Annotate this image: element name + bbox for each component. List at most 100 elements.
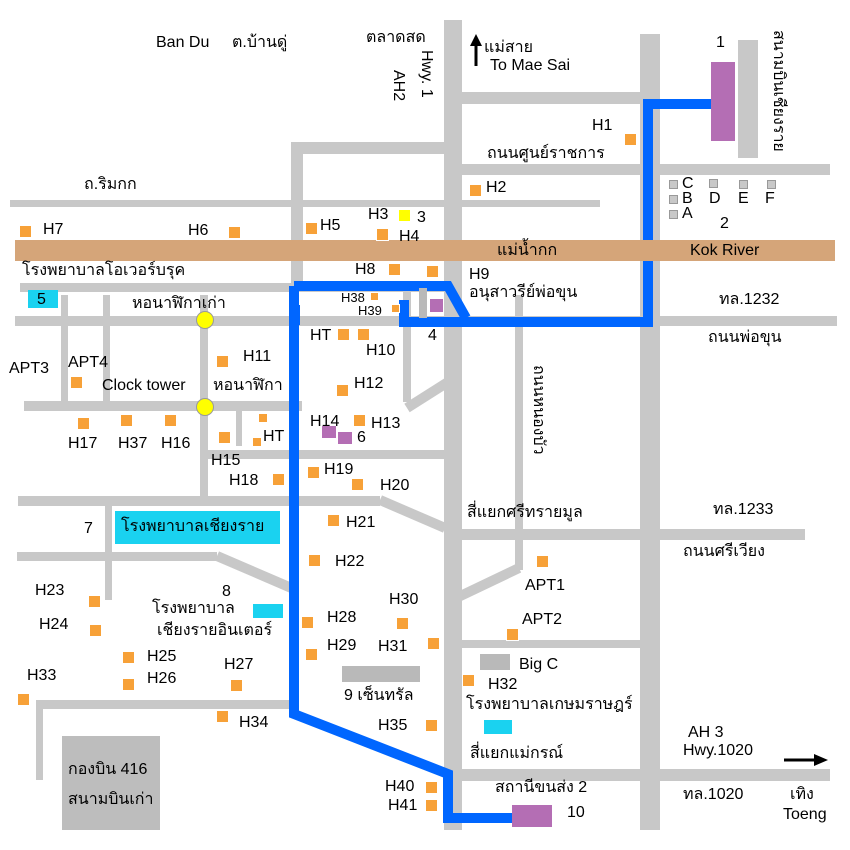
hotel-label-h34: H34 (239, 714, 269, 731)
apartment-marker-apt2 (506, 628, 519, 641)
hotel-label-h35: H35 (378, 717, 408, 734)
apartment-label-apt2: APT2 (522, 611, 563, 628)
route-1233-label: ทล.1233 (713, 501, 774, 518)
hotel-label-ht-b: HT (263, 428, 285, 445)
hotel-label-h19: H19 (324, 461, 354, 478)
clock-tower-th-label: หอนาฬิกา (213, 377, 283, 394)
bus-station-2-label: สถานีขนส่ง 2 (495, 779, 588, 796)
hotel-marker-h32 (462, 674, 475, 687)
hotel-label-h24: H24 (39, 616, 69, 633)
hotel-label-h15: H15 (211, 452, 241, 469)
hotel-marker-h20 (351, 478, 364, 491)
hotel-label-h39: H39 (358, 303, 382, 318)
hwy1020-label: Hwy.1020 (683, 742, 753, 759)
landmark-8-label: 8 (222, 583, 231, 600)
ah2-label: AH2 (390, 70, 407, 102)
big-c-building (480, 654, 510, 670)
hotel-marker-h8 (388, 263, 401, 276)
hotel-label-h27: H27 (224, 656, 254, 673)
landmark-7-label: 7 (84, 520, 93, 537)
hotel-marker-h29 (305, 648, 318, 661)
hotel-label-h21: H21 (346, 514, 376, 531)
hotel-marker-h35 (425, 719, 438, 732)
kok-river-label-en: Kok River (690, 242, 760, 259)
to-mae-sai-th: แม่สาย (484, 39, 533, 56)
old-clock-tower-marker (196, 311, 214, 329)
hotel-label-ht-a: HT (310, 327, 332, 344)
clock-tower-en-label: Clock tower (102, 377, 186, 394)
hotel-label-h5: H5 (320, 217, 341, 234)
inter-hospital-label-2: เชียงรายอินเตอร์ (157, 622, 273, 639)
hotel-marker-h23 (88, 595, 101, 608)
landmark-5-label: 5 (37, 291, 46, 308)
hotel-marker-h16 (164, 414, 177, 427)
hotel-marker-h41 (425, 799, 438, 812)
central-label: 9 เซ็นทรัล (344, 687, 414, 704)
marker-d (709, 179, 718, 188)
marker-c (669, 180, 678, 189)
landmark-1-marker (711, 62, 735, 141)
hotel-marker-h5 (305, 222, 318, 235)
hotel-marker-h18 (272, 473, 285, 486)
hotel-label-h38: H38 (341, 290, 365, 305)
hotel-label-h3: H3 (368, 206, 389, 223)
hotel-marker-h25 (122, 651, 135, 664)
hotel-marker-h24 (89, 624, 102, 637)
hotel-label-h30: H30 (389, 591, 419, 608)
hotel-label-h16: H16 (161, 435, 191, 452)
hotel-label-h29: H29 (327, 637, 357, 654)
hotel-label-h2: H2 (486, 179, 507, 196)
hotel-marker-h13 (353, 414, 366, 427)
to-mae-sai-en: To Mae Sai (490, 57, 571, 74)
hotel-marker-h6 (228, 226, 241, 239)
chiangrai-hospital-box: โรงพยาบาลเชียงราย (115, 511, 280, 544)
hotel-label-h4: H4 (399, 228, 420, 245)
central-building (342, 666, 420, 682)
hotel-label-h31: H31 (378, 638, 408, 655)
hotel-label-h8: H8 (355, 261, 376, 278)
landmark-3-label: 3 (417, 209, 426, 226)
hotel-marker-h9 (426, 265, 439, 278)
old-airport-label-1: กองบิน 416 (68, 761, 148, 778)
apartment-label-apt4: APT4 (68, 354, 109, 371)
apartment-label-apt1: APT1 (525, 577, 566, 594)
inter-hospital-label-1: โรงพยาบาล (152, 600, 235, 617)
route-1020-label: ทล.1020 (683, 786, 744, 803)
hotel-marker-h33 (17, 693, 30, 706)
nongbua-road-label: ถนนหนองบัว (530, 365, 547, 455)
hotel-marker-h40 (425, 781, 438, 794)
marker-d-label: D (709, 190, 721, 207)
landmark-1-label: 1 (716, 34, 725, 51)
landmark-6-marker-a (322, 426, 336, 438)
hotel-marker-h3 (398, 209, 411, 222)
hotel-label-h25: H25 (147, 648, 177, 665)
phokhun-monument-label: อนุสาวรีย์พ่อขุน (469, 284, 578, 301)
hotel-marker-h39 (391, 304, 400, 313)
hotel-label-h9: H9 (469, 266, 490, 283)
phokhun-road-label: ถนนพ่อขุน (708, 329, 782, 346)
hotel-label-h26: H26 (147, 670, 177, 687)
hotel-label-h22: H22 (335, 553, 365, 570)
landmark-10-label: 10 (567, 804, 585, 821)
hotel-marker-h21 (327, 514, 340, 527)
kok-river (15, 240, 835, 261)
toeng-en-label: Toeng (783, 806, 827, 823)
hotel-label-h10: H10 (366, 342, 396, 359)
marker-b (669, 195, 678, 204)
hotel-marker-h11 (216, 355, 229, 368)
hotel-marker-ht-b1 (258, 413, 268, 423)
landmark-6-marker-b (338, 432, 352, 444)
hotel-label-h20: H20 (380, 477, 410, 494)
hotel-marker-h2 (469, 184, 482, 197)
sriwiang-road-label: ถนนศรีเวียง (683, 543, 765, 560)
government-center-road-label: ถนนศูนย์ราชการ (487, 145, 605, 162)
hotel-label-h33: H33 (27, 667, 57, 684)
hotel-label-h13: H13 (371, 415, 401, 432)
apartment-marker-apt4 (70, 376, 83, 389)
hotel-label-h37: H37 (118, 435, 148, 452)
old-clock-tower-label: หอนาฬิกาเก่า (132, 295, 226, 312)
hotel-label-h17: H17 (68, 435, 98, 452)
hotel-marker-h26 (122, 678, 135, 691)
hotel-label-h23: H23 (35, 582, 65, 599)
